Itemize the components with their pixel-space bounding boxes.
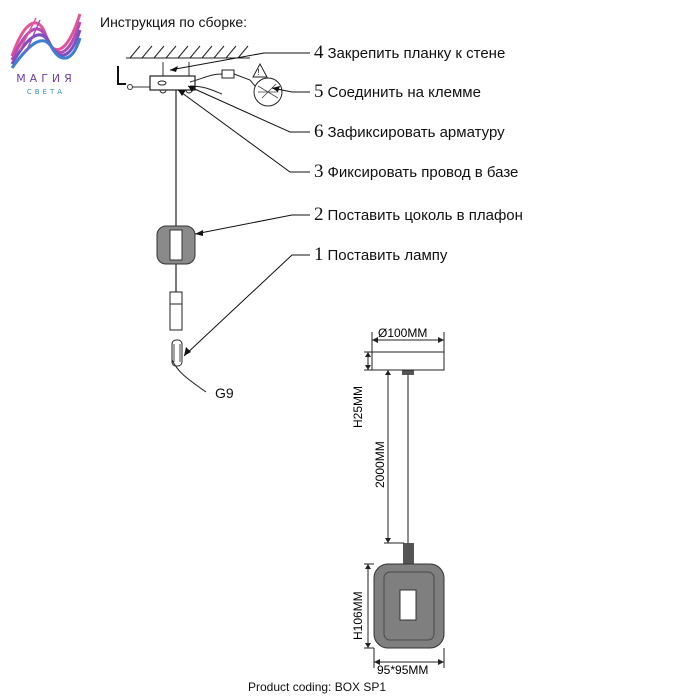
dim-shade-size: 95*95MM xyxy=(377,663,428,677)
step-number: 6 xyxy=(314,121,324,142)
leader-step-4 xyxy=(169,52,310,71)
canopy-drawing xyxy=(371,351,445,371)
bulb-type-label: G9 xyxy=(215,385,234,401)
dim-cable-length: 2000MM xyxy=(373,441,387,488)
socket-drawing xyxy=(403,543,414,565)
step-text: Соединить на клемме xyxy=(327,84,481,101)
leader-step-3 xyxy=(177,89,310,173)
terminal-block-icon xyxy=(221,69,235,79)
brand-subtitle: СВЕТА xyxy=(26,88,66,96)
brand-logo: МАГИЯ СВЕТА xyxy=(6,6,82,100)
step-text: Поставить цоколь в плафон xyxy=(327,207,523,224)
step-text: Поставить лампу xyxy=(327,247,448,264)
step-number: 5 xyxy=(314,81,324,102)
step-number: 4 xyxy=(314,42,324,63)
ceiling-hatch xyxy=(126,45,250,59)
dim-canopy-height: H25MM xyxy=(351,386,365,428)
leader-step-2 xyxy=(194,214,310,235)
dim-canopy-diameter: Ø100MM xyxy=(378,326,427,340)
step-number: 3 xyxy=(314,161,324,182)
step-text: Фиксировать провод в базе xyxy=(327,164,519,181)
bracket-icon xyxy=(117,66,126,85)
product-coding: Product coding: BOX SP1 xyxy=(248,680,387,694)
step-text: Зафиксировать арматуру xyxy=(327,124,505,141)
bulb-leader xyxy=(171,359,207,393)
page-heading: Инструкция по сборке: xyxy=(100,14,248,30)
leader-step-6 xyxy=(187,85,310,133)
step-text: Закрепить планку к стене xyxy=(327,45,506,62)
canopy-top xyxy=(149,75,196,91)
socket-icon xyxy=(169,291,183,331)
step-number: 2 xyxy=(314,204,324,225)
leader-step-1 xyxy=(183,254,310,357)
brand-wave-icon xyxy=(10,13,82,69)
svg-text:!: ! xyxy=(258,68,260,77)
canopy-hole xyxy=(157,80,167,86)
step-number: 1 xyxy=(314,244,324,265)
brand-title: МАГИЯ xyxy=(16,72,76,85)
dim-shade-height: H106MM xyxy=(351,591,365,640)
warning-icon xyxy=(252,62,268,78)
